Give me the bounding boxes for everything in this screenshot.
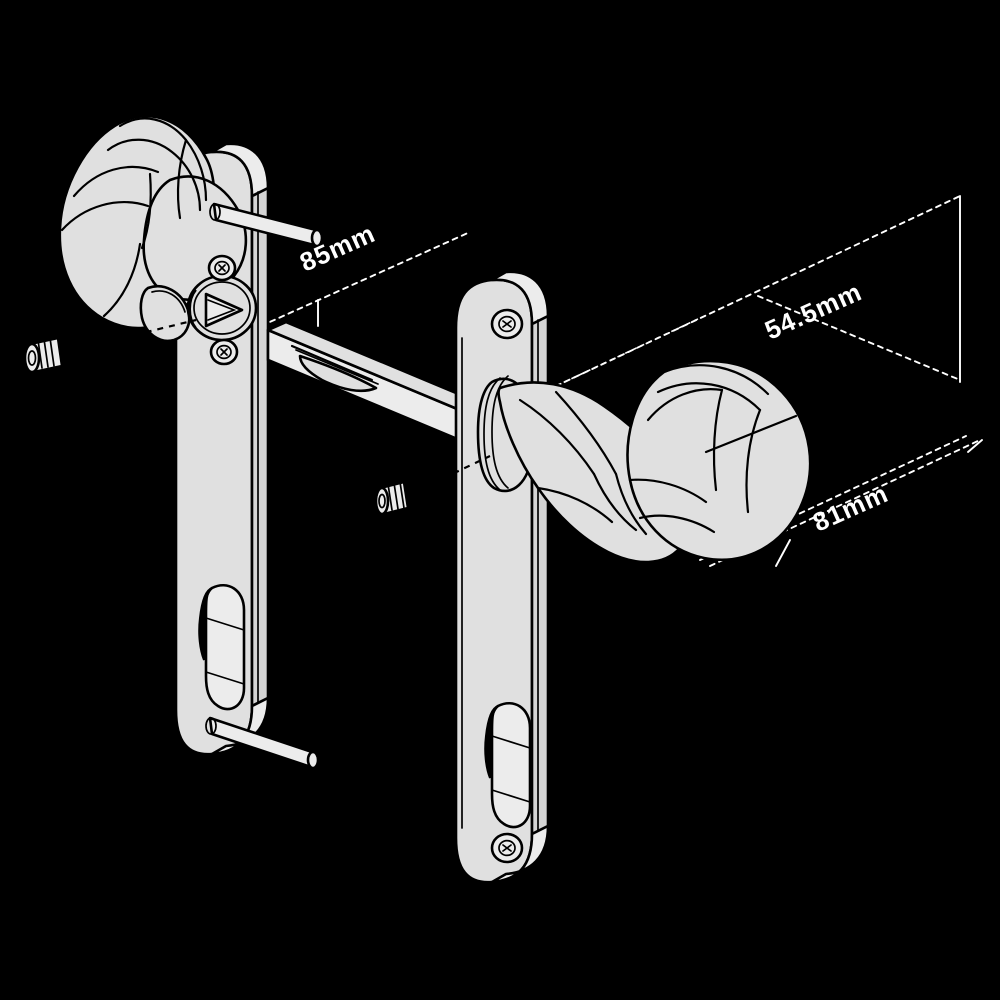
grub-screw-left — [23, 318, 197, 374]
left-fixing-bolt-upper — [209, 202, 324, 248]
left-fixing-bolt-lower — [205, 716, 320, 770]
left-rosette — [186, 274, 258, 342]
spindle-groove — [290, 344, 379, 393]
left-euro-cylinder-cutout — [198, 583, 246, 711]
grub-screw-right — [374, 455, 491, 516]
right-euro-cylinder-cutout — [484, 701, 532, 829]
left-handle-assembly — [58, 114, 324, 770]
dimension-54-5mm — [555, 195, 961, 387]
right-screw-hole-bottom — [490, 832, 524, 864]
left-screw-hole-bottom — [209, 338, 239, 366]
right-screw-hole-top — [490, 308, 524, 340]
right-knob — [497, 359, 812, 564]
dimension-label-81mm: 81mm — [808, 478, 893, 538]
left-screw-hole-top — [207, 254, 237, 282]
right-handle-assembly — [454, 270, 812, 884]
